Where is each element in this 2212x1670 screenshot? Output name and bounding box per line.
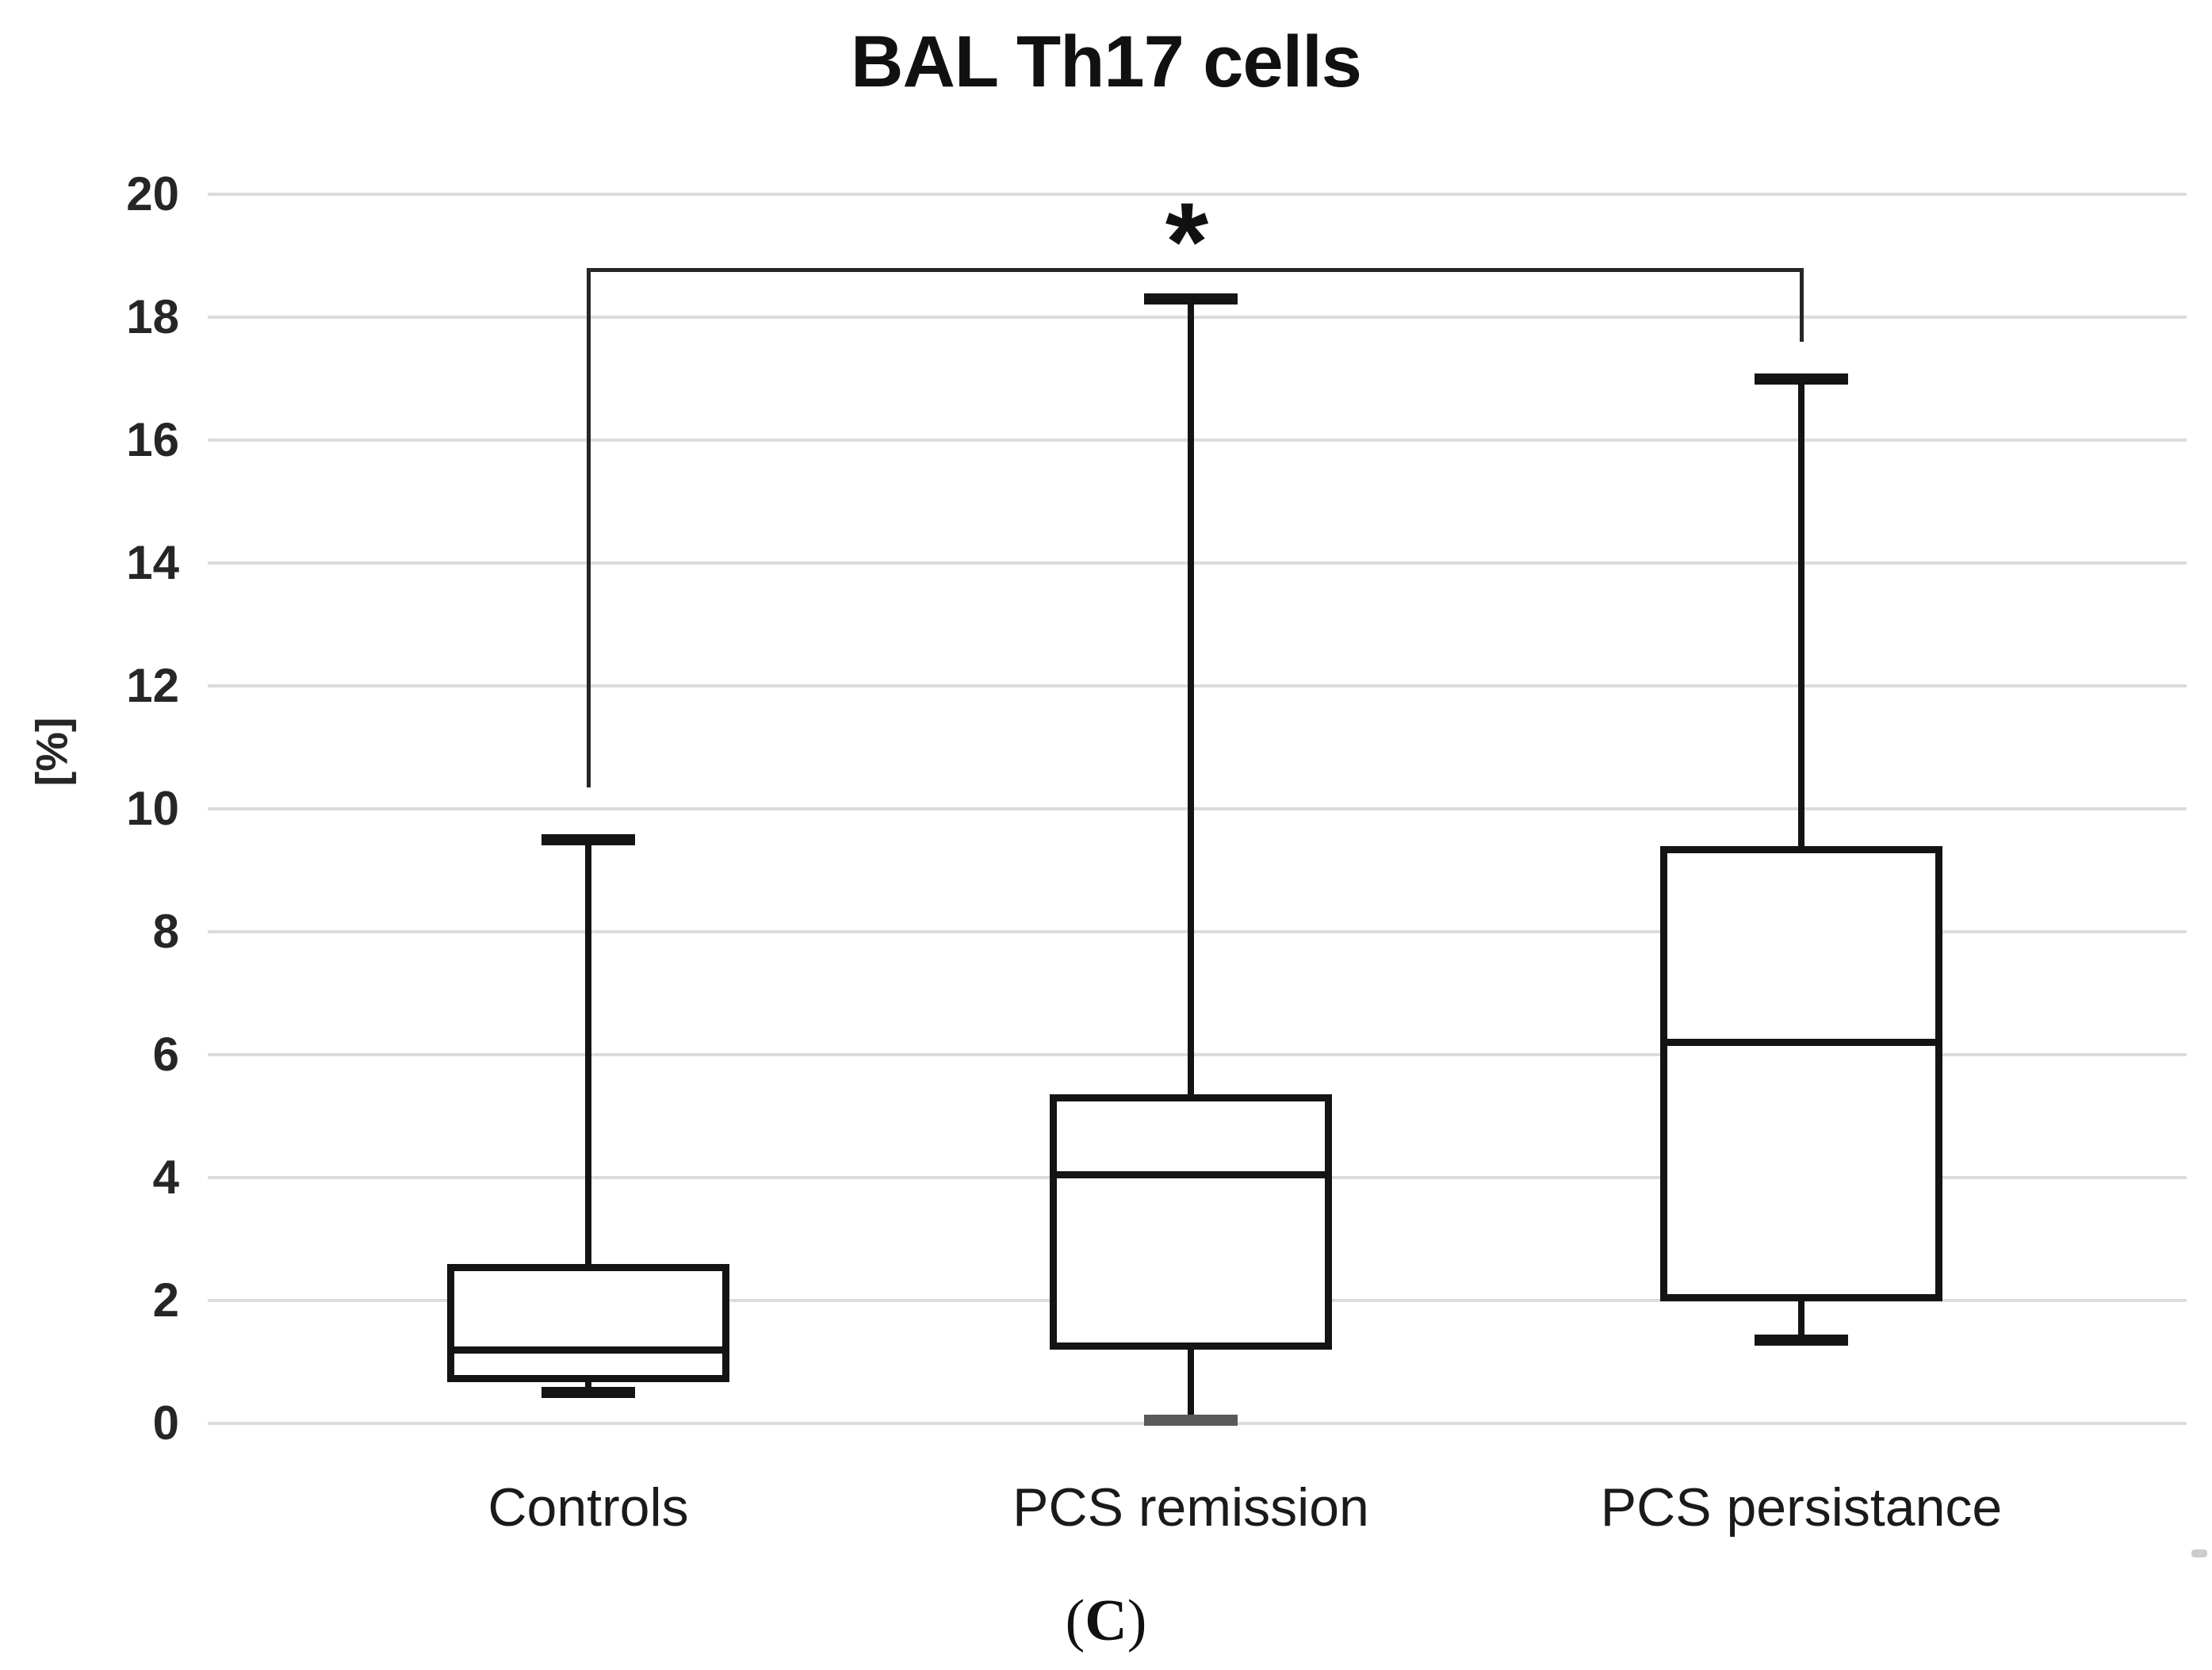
- whisker-upper-pcs-persistance: [1798, 379, 1804, 846]
- gridline: [208, 193, 2187, 196]
- whisker-cap-lower-pcs-remission: [1144, 1415, 1238, 1426]
- gridline: [208, 316, 2187, 319]
- whisker-cap-upper-controls: [542, 834, 635, 845]
- whisker-cap-upper-pcs-persistance: [1755, 373, 1848, 385]
- caption-letter: C: [1085, 1588, 1127, 1653]
- gridline: [208, 561, 2187, 565]
- x-axis-label-pcs-remission: PCS remission: [1012, 1477, 1369, 1538]
- x-axis-label-controls: Controls: [488, 1477, 689, 1538]
- whisker-cap-lower-pcs-persistance: [1755, 1335, 1848, 1346]
- y-tick-label: 6: [152, 1028, 179, 1081]
- x-axis-label-pcs-persistance: PCS persistance: [1600, 1477, 2003, 1538]
- y-tick-label: 4: [152, 1151, 179, 1204]
- whisker-lower-pcs-remission: [1188, 1350, 1194, 1420]
- y-tick-label: 2: [152, 1274, 179, 1327]
- box-pcs-remission: [1050, 1094, 1332, 1350]
- box-controls: [447, 1264, 729, 1382]
- caption-close-paren: ): [1127, 1588, 1147, 1653]
- gridline: [208, 807, 2187, 810]
- y-tick-label: 8: [152, 905, 179, 958]
- gridline: [208, 930, 2187, 933]
- gridline: [208, 1053, 2187, 1056]
- median-pcs-remission: [1050, 1171, 1332, 1178]
- whisker-cap-upper-pcs-remission: [1144, 293, 1238, 305]
- significance-bracket-right-drop: [1800, 268, 1804, 342]
- y-tick-label: 0: [152, 1396, 179, 1450]
- y-tick-label: 10: [126, 782, 179, 835]
- caption-open-paren: (: [1065, 1588, 1085, 1653]
- gridline: [208, 684, 2187, 688]
- y-tick-label: 18: [126, 290, 179, 343]
- median-pcs-persistance: [1660, 1039, 1942, 1046]
- whisker-cap-lower-controls: [542, 1387, 635, 1398]
- y-tick-label: 16: [126, 413, 179, 466]
- y-tick-label: 20: [126, 167, 179, 220]
- chart-title: BAL Th17 cells: [851, 21, 1362, 102]
- whisker-upper-pcs-remission: [1188, 299, 1194, 1095]
- y-tick-label: 14: [126, 536, 179, 589]
- gridline: [208, 439, 2187, 442]
- whisker-upper-controls: [585, 840, 591, 1264]
- whisker-lower-pcs-persistance: [1798, 1300, 1804, 1340]
- significance-asterisk: *: [1165, 179, 1209, 304]
- figure-caption: (C): [0, 1588, 2212, 1655]
- y-tick-label: 12: [126, 659, 179, 712]
- significance-bracket-bar: [587, 268, 1804, 272]
- box-pcs-persistance: [1660, 846, 1942, 1301]
- median-controls: [447, 1346, 729, 1354]
- significance-bracket-left-drop: [587, 268, 591, 787]
- stray-mark: [2191, 1549, 2207, 1557]
